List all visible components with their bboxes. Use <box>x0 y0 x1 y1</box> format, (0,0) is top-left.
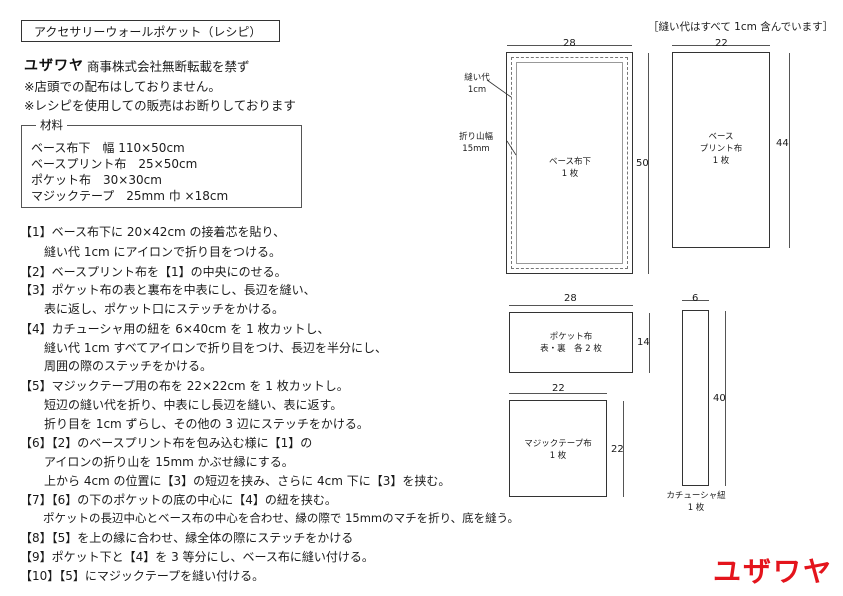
step-line: 折り目を 1cm ずらし、その他の 3 辺にステッチをかける。 <box>20 417 369 431</box>
material-item: ベースプリント布 25×50cm <box>31 157 198 171</box>
step-line: ポケットの長辺中心とベース布の中心を合わせ、縁の際で 15mmのマチを折り、底を… <box>20 511 519 525</box>
velcro-fabric <box>509 400 607 497</box>
base-print-height-line <box>789 53 790 248</box>
step-line: 周囲の際のステッチをかける。 <box>20 359 213 373</box>
pocket-height: 14 <box>637 337 650 348</box>
base-print-width: 22 <box>715 38 728 49</box>
base-bottom-fabric <box>506 52 633 274</box>
pocket-width-line <box>509 305 633 306</box>
base-bottom-width-line <box>507 45 632 46</box>
velcro-height-line <box>623 401 624 497</box>
strap-height-line <box>725 311 726 486</box>
step-line: 上から 4cm の位置に【3】の短辺を挟み、さらに 4cm 下に【3】を挟む。 <box>20 474 451 488</box>
strap-height: 40 <box>713 393 726 404</box>
brand-logo: ユザワヤ <box>24 58 84 74</box>
base-bottom-height: 50 <box>636 158 649 169</box>
step-line: 縫い代 1cm にアイロンで折り目をつける。 <box>20 245 281 259</box>
base-print-width-line <box>672 45 770 46</box>
strap-fabric <box>682 310 709 486</box>
note-2: ※レシピを使用しての販売はお断りしております <box>24 98 296 113</box>
fold-line <box>516 62 623 264</box>
step-line: 【1】ベース布下に 20×42cm の接着芯を貼り、 <box>20 225 286 239</box>
step-line: 【8】【5】を上の縁に合わせ、縁全体の際にステッチをかける <box>20 531 354 545</box>
brand-line: ユザワヤ 商事株式会社無断転載を禁ず <box>24 55 250 75</box>
material-item: マジックテープ 25mm 巾 ×18cm <box>31 189 229 203</box>
base-print-height: 44 <box>776 138 789 149</box>
seam-allowance-label: 縫い代 1cm <box>464 73 490 95</box>
material-item: ポケット布 30×30cm <box>31 173 162 187</box>
note-1: ※店頭での配布はしておりません。 <box>24 79 221 94</box>
materials-box <box>21 125 302 208</box>
velcro-height: 22 <box>611 444 624 455</box>
velcro-width: 22 <box>552 383 565 394</box>
strap-label: カチューシャ紐 1 枚 <box>666 491 726 513</box>
base-bottom-label: ベース布下 1 枚 <box>548 157 592 179</box>
step-line: 表に返し、ポケット口にステッチをかける。 <box>20 302 285 316</box>
step-line: 【6】【2】のベースプリント布を包み込む様に【1】の <box>20 436 313 450</box>
velcro-width-line <box>509 393 607 394</box>
step-line: 【5】マジックテープ用の布を 22×22cm を 1 枚カットし。 <box>20 379 349 393</box>
seam-allowance-note: ［縫い代はすべて 1cm 含んでいます］ <box>648 21 834 33</box>
strap-width: 6 <box>692 293 699 304</box>
brand-logo-large: ユザワヤ <box>713 555 834 588</box>
leader-lines <box>486 79 517 156</box>
step-line: 短辺の縫い代を折り、中表にし長辺を縫い、表に返す。 <box>20 398 343 412</box>
step-line: 【9】ポケット下と【4】を 3 等分にし、ベース布に縫い付ける。 <box>20 550 374 564</box>
base-print-fabric <box>672 52 770 248</box>
step-line: 【7】【6】の下のポケットの底の中心に【4】の紐を挟む。 <box>20 493 337 507</box>
base-print-label: ベース プリント布 1 枚 <box>699 132 743 166</box>
page-title: アクセサリーウォールポケット（レシピ） <box>21 20 280 42</box>
step-line: 【2】ベースプリント布を【1】の中央にのせる。 <box>20 265 287 279</box>
strap-width-line <box>682 300 709 301</box>
fold-width-label: 折り山幅 15mm <box>458 132 493 154</box>
step-line: 縫い代 1cm すべてアイロンで折り目をつけ、長辺を半分にし、 <box>20 341 388 355</box>
base-bottom-height-line <box>648 53 649 274</box>
pocket-width: 28 <box>564 293 577 304</box>
base-bottom-width: 28 <box>563 38 576 49</box>
velcro-label: マジックテープ布 1 枚 <box>524 439 592 461</box>
step-line: 【10】【5】にマジックテープを縫い付ける。 <box>20 569 265 583</box>
seam-line <box>511 57 628 269</box>
materials-label: 材料 <box>36 117 67 133</box>
pocket-fabric <box>509 312 633 373</box>
step-line: 【3】ポケット布の表と裏布を中表にし、長辺を縫い、 <box>20 283 316 297</box>
pocket-label: ポケット布 表・裏 各 2 枚 <box>540 332 602 354</box>
step-line: 【4】カチューシャ用の紐を 6×40cm を 1 枚カットし、 <box>20 322 330 336</box>
step-line: アイロンの折り山を 15mm かぶせ縁にする。 <box>20 455 294 469</box>
pocket-height-line <box>649 313 650 373</box>
material-item: ベース布下 幅 110×50cm <box>31 141 185 155</box>
brand-notice: 商事株式会社無断転載を禁ず <box>87 58 250 74</box>
